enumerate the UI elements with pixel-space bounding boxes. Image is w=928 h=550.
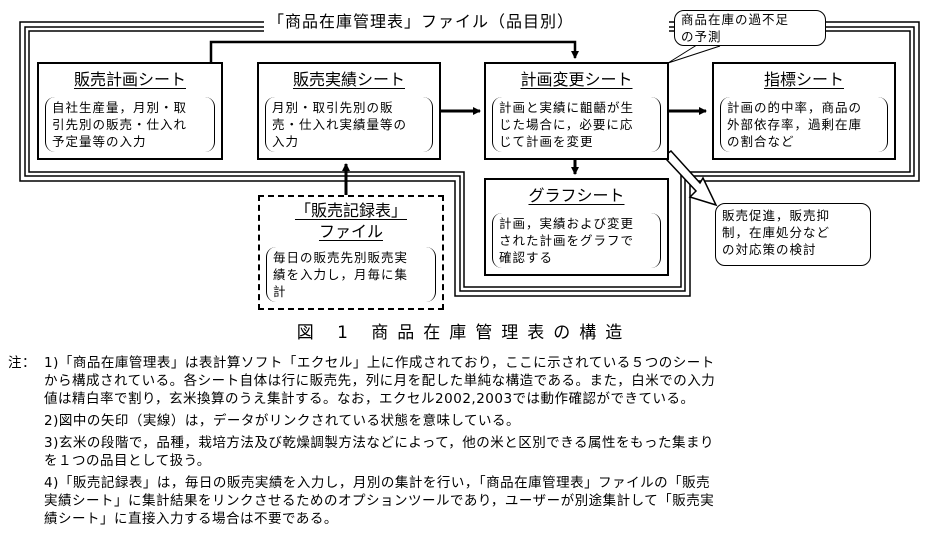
sheet-description: 計画，実績および変更 された計画をグラフで 確認する: [492, 213, 661, 268]
notes-prefix: 注：: [8, 355, 36, 371]
sheet-sales-results: 販売実績シート 月別・取引先別の販 売・仕入れ実績量等の 入力: [257, 62, 441, 160]
note-4: 4)「販売記録表」は，毎日の販売実績を入力し，月別の集計を行い，「商品在庫管理表…: [44, 475, 715, 527]
sheet-plan-change: 計画変更シート 計画と実績に齟齬が生 じた場合に，必要に応 じて計画を変更: [484, 62, 669, 160]
figure-caption: 図 1 商品在庫管理表の構造: [296, 323, 632, 343]
sales-record-file: 「販売記録表」 ファイル 毎日の販売先別販売実 績を入力し，月毎に集 計: [258, 195, 444, 310]
sheet-indicator: 指標シート 計画の的中率，商品の 外部依存率，過剰在庫 の割合など: [712, 62, 896, 160]
sales-record-title-line2: ファイル: [318, 222, 383, 241]
sheet-title: 計画変更シート: [520, 70, 633, 89]
sheet-description: 自社生産量，月別・取 引先別の販売・仕入れ 予定量等の入力: [45, 97, 215, 152]
sales-record-description: 毎日の販売先別販売実 績を入力し，月毎に集 計: [266, 247, 436, 302]
callout-pointer: [667, 42, 721, 64]
diagram-lines: [19, 21, 920, 297]
sheet-description: 月別・取引先別の販 売・仕入れ実績量等の 入力: [265, 97, 433, 152]
note-3: 3)玄米の段階で，品種，栽培方法及び乾燥調製方法などによって，他の米と区別できる…: [44, 435, 715, 469]
sheet-description: 計画の的中率，商品の 外部依存率，過剰在庫 の割合など: [720, 97, 888, 152]
note-1: 1)「商品在庫管理表」は表計算ソフト「エクセル」上に作成されており，ここに示され…: [44, 355, 716, 407]
sheet-sales-plan: 販売計画シート 自社生産量，月別・取 引先別の販売・仕入れ 予定量等の入力: [37, 62, 223, 160]
arrow-plan-to-change: [209, 40, 579, 62]
sheet-description: 計画と実績に齟齬が生 じた場合に，必要に応 じて計画を変更: [492, 97, 661, 152]
file-title: 「商品在庫管理表」ファイル（品目別）: [264, 12, 579, 32]
sheet-title: 販売実績シート: [292, 70, 405, 89]
hollow-arrow-countermeasures: [662, 150, 718, 207]
sheet-title: グラフシート: [528, 186, 625, 205]
file-frame: [19, 21, 920, 297]
notes: 1)「商品在庫管理表」は表計算ソフト「エクセル」上に作成されており，ここに示され…: [44, 354, 924, 528]
sheet-title: 指標シート: [763, 70, 844, 89]
callout-countermeasures: 販売促進，販売抑 制，在庫処分など の対応策の検討: [715, 203, 871, 266]
sheet-graph: グラフシート 計画，実績および変更 された計画をグラフで 確認する: [484, 178, 669, 276]
note-2: 2)図中の矢印（実線）は，データがリンクされている状態を意味している。: [44, 413, 521, 429]
sales-record-title-line1: 「販売記録表」: [294, 201, 407, 220]
sheet-title: 販売計画シート: [73, 70, 186, 89]
callout-shortage-forecast: 商品在庫の過不足 の予測: [674, 10, 826, 46]
